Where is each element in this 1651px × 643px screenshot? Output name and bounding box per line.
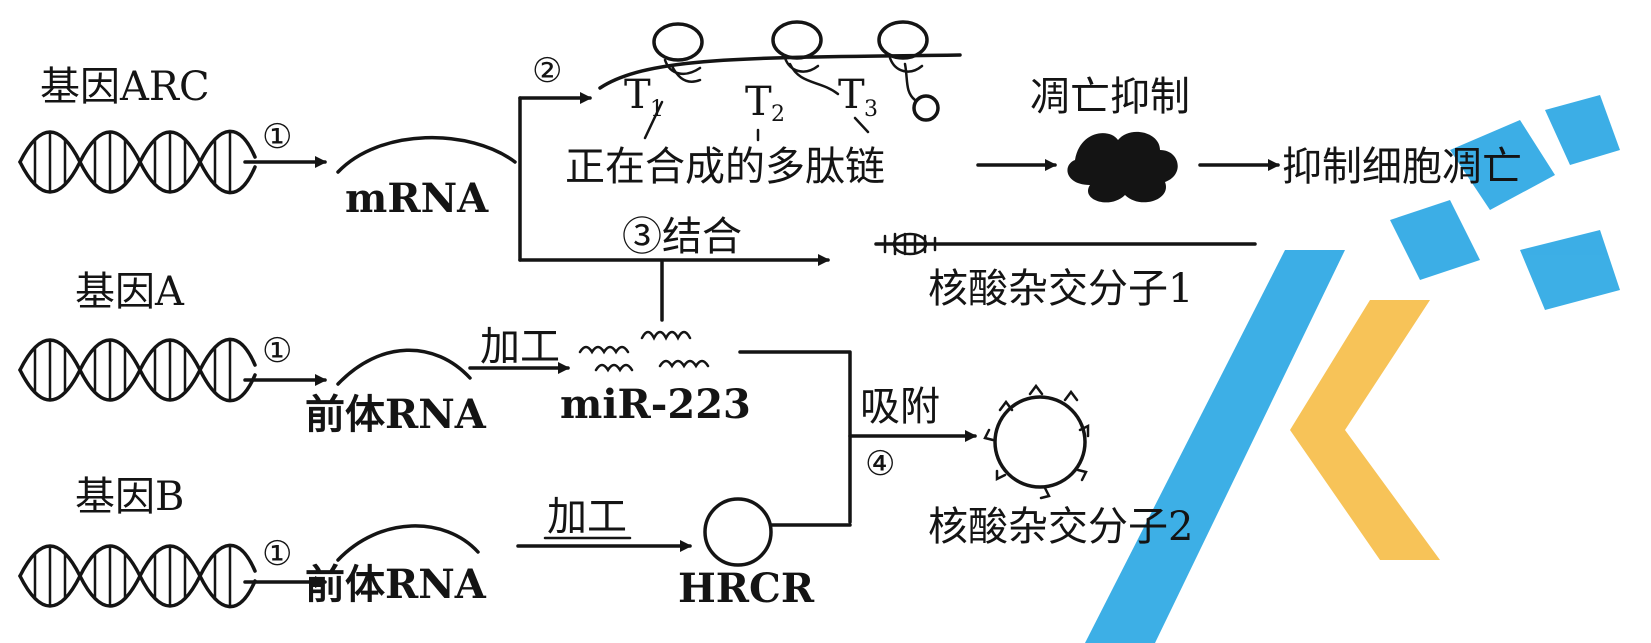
hybrid-2-label: 核酸杂交分子2 — [928, 504, 1193, 550]
ribosome-t3-label: T — [838, 72, 865, 118]
gene-arc-label: 基因ARC — [40, 64, 210, 110]
adsorb-label: 吸附 — [860, 384, 940, 430]
peptide-chain-2 — [788, 62, 840, 96]
mir223-hairpins — [578, 330, 710, 373]
ribosome-2 — [771, 20, 823, 60]
pre-rna-a-label: 前体RNA — [305, 391, 487, 438]
step-4: ④ — [865, 444, 895, 484]
step-3-binding: ③结合 — [622, 214, 742, 260]
step-1-arc: ① — [262, 117, 292, 157]
apoptosis-inhibitor-label: 凋亡抑制 — [1030, 74, 1190, 120]
peptide-ball — [912, 94, 940, 122]
inhibitor-protein-blob — [1067, 131, 1178, 203]
ribosome-t1-sub: 1 — [650, 97, 664, 122]
polysome-mrna-strand — [598, 53, 962, 90]
mrna-label: mRNA — [345, 175, 489, 222]
ribosome-t3-sub: 3 — [864, 97, 878, 122]
watermark-blue-letter-4 — [1520, 230, 1620, 310]
pre-rna-b-strand — [336, 524, 480, 562]
watermark-logo — [1085, 95, 1620, 643]
ribosome-1 — [652, 22, 704, 62]
hybrid-molecule-2 — [983, 383, 1090, 500]
gene-b-label: 基因B — [75, 474, 184, 520]
mir223-to-adsorb-line — [738, 350, 852, 524]
peptide-chain-3 — [903, 62, 917, 102]
watermark-blue-stroke — [1085, 250, 1345, 643]
hybrid-molecule-1 — [874, 232, 1257, 256]
step-2: ② — [532, 51, 562, 91]
dna-helix-arc — [18, 129, 257, 195]
process-b-label: 加工 — [547, 494, 627, 540]
step-1-b: ① — [262, 534, 292, 574]
gene-a-label: 基因A — [75, 269, 185, 315]
dna-helix-a — [18, 337, 257, 403]
pre-rna-b-label: 前体RNA — [305, 561, 487, 608]
dna-helix-b — [18, 543, 257, 609]
step-1-a: ① — [262, 331, 292, 371]
ribosome-t1-label: T — [624, 72, 651, 118]
pre-rna-a-strand — [336, 348, 472, 386]
mrna-strand — [336, 135, 517, 174]
hrcr-circle — [703, 497, 773, 567]
inhibit-apoptosis-label: 抑制细胞凋亡 — [1282, 144, 1522, 190]
polysome — [598, 20, 962, 142]
hybrid-1-label: 核酸杂交分子1 — [928, 266, 1193, 312]
peptide-chain-1 — [670, 64, 702, 83]
watermark-blue-letter-1 — [1450, 120, 1555, 210]
ribosome-t2-label: T — [745, 79, 772, 125]
watermark-blue-letter-3 — [1545, 95, 1620, 165]
hrcr-label: HRCR — [678, 565, 815, 612]
polypeptide-label: 正在合成的多肽链 — [565, 144, 885, 190]
mir223-label: miR-223 — [560, 381, 751, 428]
watermark-yellow-chevron — [1290, 300, 1440, 560]
ribosome-t2-sub: 2 — [771, 102, 785, 127]
watermark-blue-letter-2 — [1390, 200, 1480, 280]
ribosome-3 — [877, 20, 929, 60]
process-a-label: 加工 — [480, 324, 560, 370]
